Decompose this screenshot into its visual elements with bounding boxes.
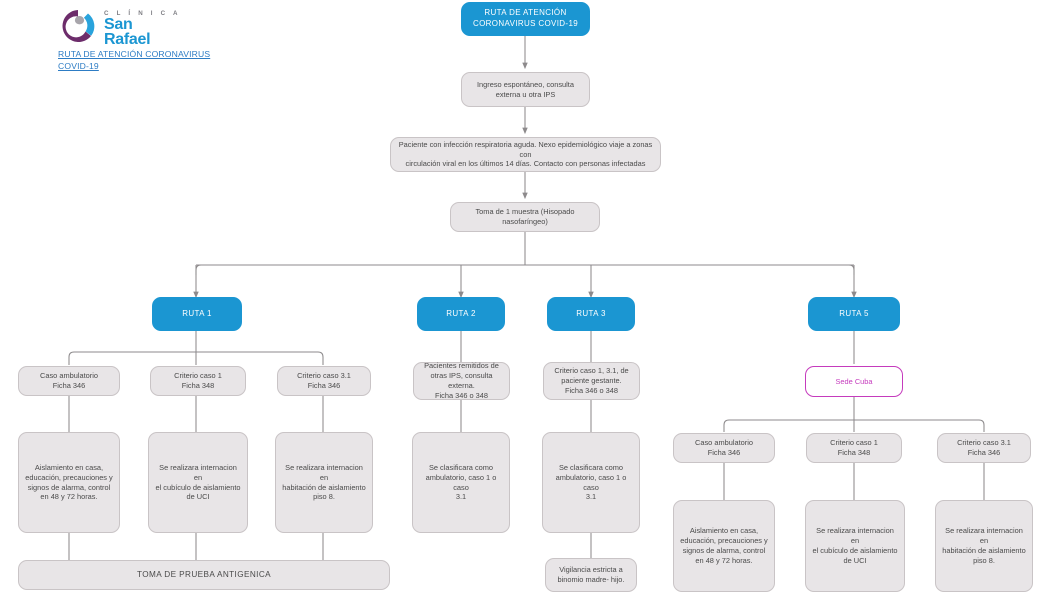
node-sede-cuba[interactable]: Sede Cuba (805, 366, 903, 397)
node-r2-se-clasificara[interactable]: Se clasificara como ambulatorio, caso 1 … (412, 432, 510, 533)
node-r3-criterio-gestante[interactable]: Criterio caso 1, 3.1, de paciente gestan… (543, 362, 640, 400)
node-r3-se-clasificara[interactable]: Se clasificara como ambulatorio, caso 1 … (542, 432, 640, 533)
node-r1-caso-ambulatorio[interactable]: Caso ambulatorio Ficha 346 (18, 366, 120, 396)
node-r1-criterio-caso-1[interactable]: Criterio caso 1 Ficha 348 (150, 366, 246, 396)
document-title-link[interactable]: RUTA DE ATENCIÓN CORONAVIRUS COVID-19 (58, 49, 211, 72)
node-r1-aislamiento-casa[interactable]: Aislamiento en casa, educación, precauci… (18, 432, 120, 533)
node-ruta-5[interactable]: RUTA 5 (808, 297, 900, 331)
node-ruta-3[interactable]: RUTA 3 (547, 297, 635, 331)
node-r1-internacion-uci[interactable]: Se realizara internacion en el cubículo … (148, 432, 248, 533)
node-r5-internacion-uci[interactable]: Se realizara internacion en el cubículo … (805, 500, 905, 592)
logo-clinica-text: C L Í N I C A (104, 10, 181, 17)
node-r1-internacion-piso8[interactable]: Se realizara internacion en habitación d… (275, 432, 373, 533)
node-r5-caso-ambulatorio[interactable]: Caso ambulatorio Ficha 346 (673, 433, 775, 463)
logo-san-text: San (104, 16, 133, 33)
node-r2-pacientes-remitidos[interactable]: Pacientes remitidos de otras IPS, consul… (413, 361, 510, 400)
clinica-san-rafael-logo: C L Í N I C A San Rafael (58, 4, 288, 74)
node-ingreso-espontaneo[interactable]: Ingreso espontáneo, consulta externa u o… (461, 72, 590, 107)
node-r3-vigilancia-binomio[interactable]: Vigilancia estricta a binomio madre- hij… (545, 558, 637, 592)
node-r5-internacion-piso8[interactable]: Se realizara internacion en habitación d… (935, 500, 1033, 592)
node-root[interactable]: RUTA DE ATENCIÓN CORONAVIRUS COVID-19 (461, 2, 590, 36)
node-r5-aislamiento-casa[interactable]: Aislamiento en casa, educación, precauci… (673, 500, 775, 592)
node-r1-criterio-caso-3-1[interactable]: Criterio caso 3.1 Ficha 346 (277, 366, 371, 396)
node-ruta-2[interactable]: RUTA 2 (417, 297, 505, 331)
node-paciente-infeccion-respiratoria[interactable]: Paciente con infección respiratoria agud… (390, 137, 661, 172)
node-toma-prueba-antigenica[interactable]: TOMA DE PRUEBA ANTIGENICA (18, 560, 390, 590)
node-r5-criterio-caso-1[interactable]: Criterio caso 1 Ficha 348 (806, 433, 902, 463)
logo-rafael-text: Rafael (104, 31, 151, 48)
logo-wordmark: C L Í N I C A San Rafael (104, 10, 181, 48)
node-ruta-1[interactable]: RUTA 1 (152, 297, 242, 331)
node-toma-muestra[interactable]: Toma de 1 muestra (Hisopado nasofaríngeo… (450, 202, 600, 232)
logo-mark-icon (62, 10, 95, 42)
node-r5-criterio-caso-3-1[interactable]: Criterio caso 3.1 Ficha 346 (937, 433, 1031, 463)
